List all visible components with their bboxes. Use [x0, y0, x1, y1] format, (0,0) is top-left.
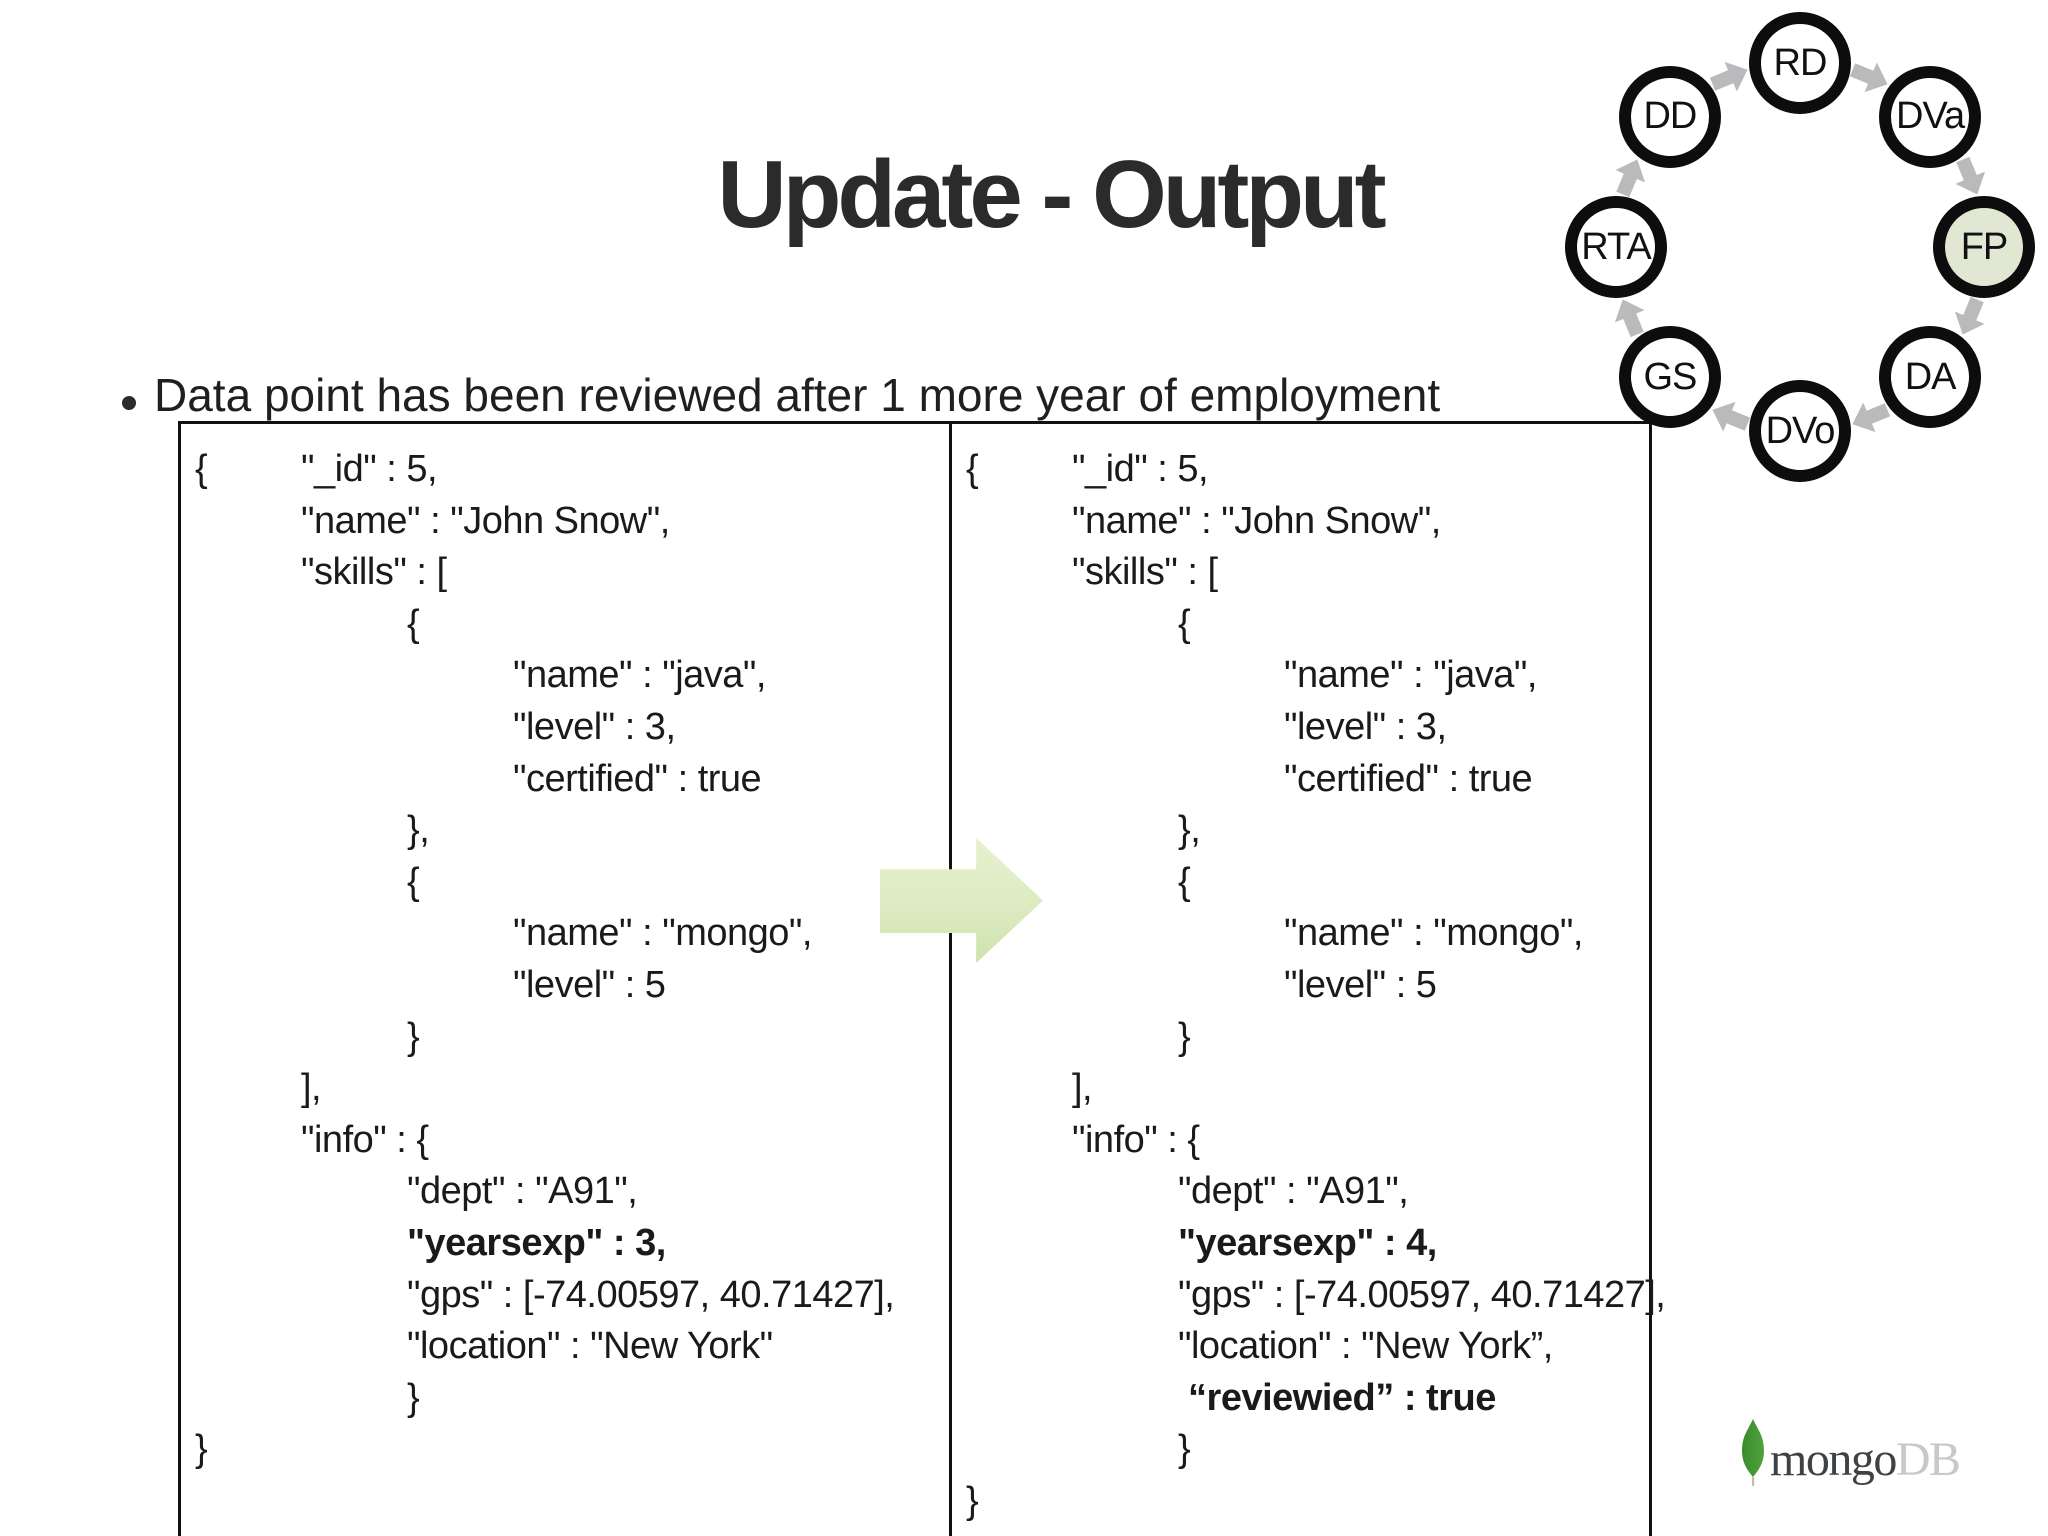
code-line: } — [195, 1015, 420, 1058]
code-line: "dept" : "A91", — [966, 1170, 1409, 1213]
logo-text-db: DB — [1895, 1433, 1961, 1486]
code-line: “reviewied” : true — [966, 1376, 1496, 1419]
code-line: "level" : 3, — [195, 705, 676, 748]
code-line: { "_id" : 5, — [195, 448, 438, 490]
before-document-code: { "_id" : 5, "name" : "John Snow", "skil… — [195, 444, 895, 1476]
slide-title: Update - Output — [717, 141, 1386, 248]
code-line: "info" : { — [966, 1118, 1200, 1161]
code-line: "skills" : [ — [195, 551, 447, 594]
code-line: { "_id" : 5, — [966, 448, 1209, 490]
code-line: "certified" : true — [195, 757, 762, 800]
code-line: "location" : "New York”, — [966, 1325, 1553, 1368]
after-document-code: { "_id" : 5, "name" : "John Snow", "skil… — [966, 444, 1666, 1527]
cycle-node-rta: RTA — [1565, 196, 1667, 298]
cycle-node-dva: DVa — [1879, 65, 1982, 168]
code-line: "level" : 5 — [966, 963, 1437, 1006]
cycle-node-da: DA — [1879, 326, 1982, 429]
code-line: }, — [195, 809, 430, 852]
code-line: }, — [966, 809, 1201, 852]
code-line: "level" : 5 — [195, 963, 666, 1006]
code-line: { — [195, 860, 420, 903]
mongodb-logo-text: mongoDB — [1770, 1432, 1961, 1487]
code-line: "gps" : [-74.00597, 40.71427], — [966, 1273, 1666, 1316]
cycle-node-gs: GS — [1618, 326, 1721, 429]
code-line: { — [966, 860, 1191, 903]
mongodb-leaf-icon — [1742, 1419, 1764, 1486]
after-document-box: { "_id" : 5, "name" : "John Snow", "skil… — [952, 421, 1666, 1536]
cycle-node-rd: RD — [1749, 12, 1851, 114]
logo-text-mongo: mongo — [1770, 1433, 1897, 1486]
code-line: ], — [195, 1067, 322, 1110]
code-line: "location" : "New York" — [195, 1325, 773, 1368]
bullet-text: Data point has been reviewed after 1 mor… — [154, 369, 1441, 421]
code-line: "level" : 3, — [966, 705, 1447, 748]
code-line: "name" : "mongo", — [966, 912, 1583, 955]
cycle-node-dvo: DVo — [1749, 380, 1851, 482]
code-line: "skills" : [ — [966, 551, 1218, 594]
code-line: "name" : "John Snow", — [966, 499, 1441, 542]
code-line: "certified" : true — [966, 757, 1533, 800]
code-line: "name" : "mongo", — [195, 912, 812, 955]
code-line: ], — [966, 1067, 1093, 1110]
code-line: "dept" : "A91", — [195, 1170, 638, 1213]
code-line: "info" : { — [195, 1118, 429, 1161]
code-line: "yearsexp" : 3, — [195, 1221, 666, 1264]
code-line: "yearsexp" : 4, — [966, 1221, 1437, 1264]
code-line: { — [966, 602, 1191, 645]
before-document-box: { "_id" : 5, "name" : "John Snow", "skil… — [178, 421, 952, 1536]
code-line: } — [966, 1428, 1191, 1471]
bullet-icon — [122, 396, 136, 410]
code-line: } — [966, 1015, 1191, 1058]
code-line: "name" : "java", — [195, 654, 766, 697]
cycle-node-dd: DD — [1618, 65, 1721, 168]
code-line: "name" : "John Snow", — [195, 499, 670, 542]
code-line: } — [195, 1428, 208, 1471]
code-line: } — [966, 1479, 979, 1522]
code-line: "name" : "java", — [966, 654, 1537, 697]
cycle-node-fp: FP — [1933, 196, 2035, 298]
code-line: "gps" : [-74.00597, 40.71427], — [195, 1273, 895, 1316]
code-line: } — [195, 1376, 420, 1419]
code-line: { — [195, 602, 420, 645]
mongodb-logo: mongoDB — [1738, 1408, 2018, 1508]
